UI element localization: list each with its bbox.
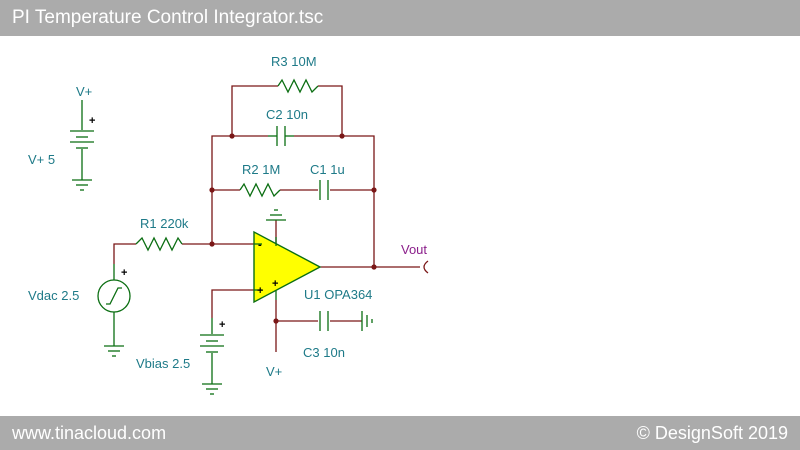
capacitor-c2[interactable] (268, 126, 294, 146)
vdac-label: Vdac 2.5 (28, 288, 79, 303)
footer-bar: www.tinacloud.com © DesignSoft 2019 (0, 416, 800, 450)
c1-label: C1 1u (310, 162, 345, 177)
capacitor-c3[interactable] (319, 311, 329, 331)
copyright-text: © DesignSoft 2019 (636, 423, 788, 443)
vplus-source[interactable] (70, 100, 94, 191)
c3-label: C3 10n (303, 345, 345, 360)
r2-label: R2 1M (242, 162, 280, 177)
vdac-plus-sign: + (121, 267, 127, 279)
website-link[interactable]: www.tinacloud.com (12, 423, 167, 443)
opamp-top-ground-icon (266, 209, 286, 221)
capacitor-c1[interactable] (319, 180, 329, 200)
vplus-node-label-bottom: V+ (266, 364, 282, 379)
opamp-plus-supply-sign: + (272, 278, 278, 290)
vbias-plus-sign: + (219, 319, 225, 331)
vbias-label: Vbias 2.5 (136, 356, 190, 371)
feedback-wires (113, 85, 420, 352)
resistor-r3[interactable] (277, 78, 319, 94)
vplus-source-label: V+ 5 (28, 152, 55, 167)
vdac-ground-icon (104, 345, 124, 357)
opamp-plus-input-sign: + (257, 285, 263, 297)
opamp-u1[interactable] (253, 230, 322, 304)
vplus-source-plus-sign: + (89, 115, 95, 127)
r3-label: R3 10M (271, 54, 317, 69)
window-title: PI Temperature Control Integrator.tsc (12, 7, 324, 28)
schematic-canvas: V+ + V+ 5 (28, 54, 429, 395)
vout-terminal-icon[interactable] (423, 260, 429, 274)
title-bar: PI Temperature Control Integrator.tsc (0, 0, 800, 36)
vdac-source[interactable] (97, 264, 131, 346)
opamp-minus-sign: - (258, 239, 262, 251)
resistor-r1[interactable] (135, 236, 183, 252)
u1-label: U1 OPA364 (304, 287, 372, 302)
vplus-node-label-top: V+ (76, 84, 92, 99)
c2-label: C2 10n (266, 107, 308, 122)
c3-ground-icon (361, 311, 373, 331)
vbias-source[interactable] (200, 318, 224, 384)
vout-label: Vout (401, 242, 427, 257)
vbias-ground-icon (202, 383, 222, 395)
r1-label: R1 220k (140, 216, 189, 231)
resistor-r2[interactable] (239, 182, 281, 198)
